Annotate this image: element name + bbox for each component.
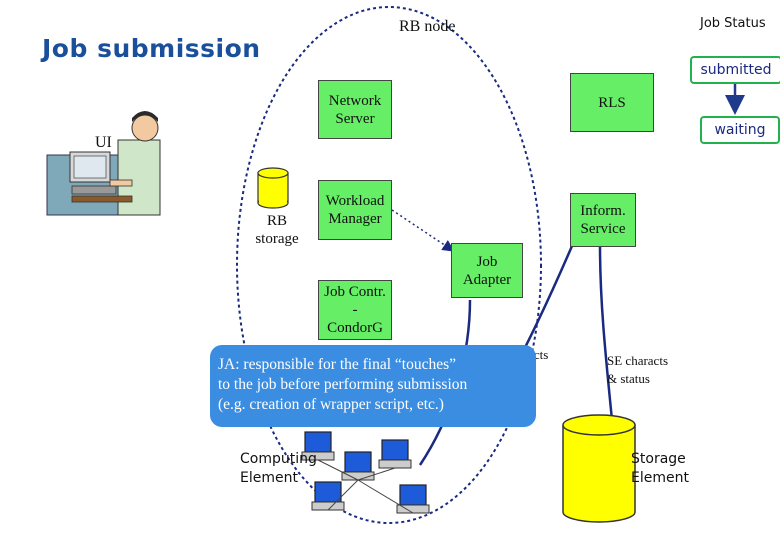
job-adapter-line-1: Job [476, 253, 498, 270]
workload-manager-box: Workload Manager [318, 180, 392, 240]
ui-label: UI [95, 134, 112, 151]
rls-box: RLS [570, 73, 654, 132]
job-status-label: Job Status [700, 16, 766, 31]
rb-storage-label: RB storage [250, 212, 304, 248]
job-adapter-line-2: Adapter [462, 271, 512, 288]
job-adapter-box: Job Adapter [451, 243, 523, 298]
se-characts-line-1: SE characts [607, 353, 669, 368]
rb-node-label: RB node [399, 18, 456, 35]
callout-line-2: to the job before performing submission [218, 376, 468, 393]
computing-element-label: Computing Element [240, 450, 317, 488]
network-server-box: Network Server [318, 80, 392, 139]
callout-line-1: JA: responsible for the final “touches” [218, 356, 457, 373]
callout-line-3: (e.g. creation of wrapper script, etc.) [218, 396, 444, 413]
computing-element-cluster-icon [301, 431, 430, 514]
status-waiting: waiting [700, 116, 780, 144]
storage-element-line-2: Element [631, 470, 689, 486]
information-service-line-2: Service [580, 221, 626, 237]
rb-node-boundary [236, 6, 542, 524]
se-characts-line-2: & status [607, 371, 650, 386]
page-title: Job submission [42, 34, 261, 63]
information-service-line-1: Inform. [580, 203, 626, 219]
status-submitted: submitted [690, 56, 780, 84]
rb-storage-line-2: storage [255, 231, 299, 247]
job-controller-box: Job Contr. - CondorG [318, 280, 392, 340]
storage-element-line-1: Storage [631, 451, 686, 467]
rb-storage-line-1: RB [266, 213, 287, 229]
infoservice-to-se-link [598, 245, 614, 421]
storage-element-label: Storage Element [631, 450, 689, 488]
job-controller-line-1: Job Contr. [324, 284, 386, 300]
user-at-computer-icon [46, 111, 161, 216]
job-adapter-callout: JA: responsible for the final “touches” … [210, 345, 536, 427]
storage-element-cylinder [562, 414, 636, 523]
rb-storage-cylinder [257, 167, 289, 209]
wm-to-ja-arrow [391, 209, 455, 252]
se-characts-label: SE characts & status [607, 352, 668, 388]
job-controller-line-3: CondorG [327, 320, 383, 336]
computing-element-line-2: Element [240, 470, 298, 486]
computing-element-line-1: Computing [240, 451, 317, 467]
job-controller-line-2: - [352, 302, 358, 318]
information-service-box: Inform. Service [570, 193, 636, 247]
